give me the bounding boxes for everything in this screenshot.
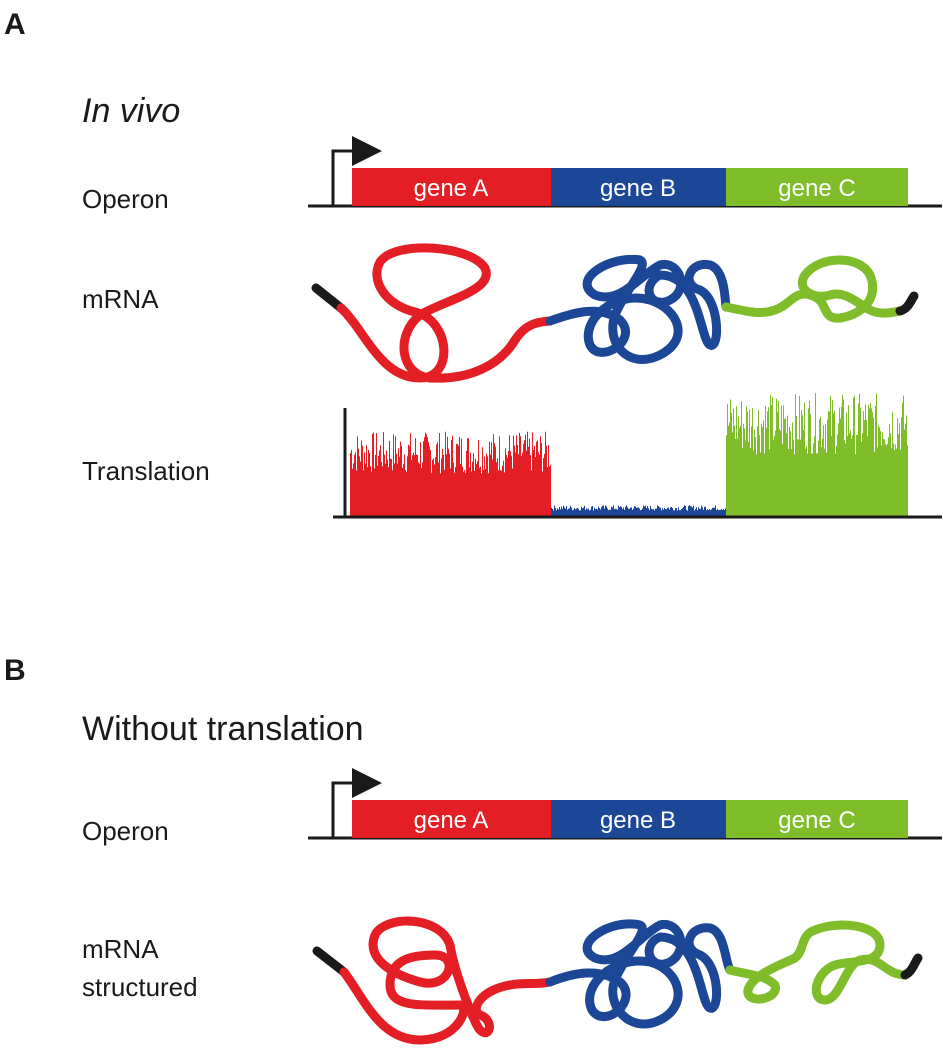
promoter-arrow-icon <box>331 136 382 206</box>
panel-a-label: A <box>4 8 26 41</box>
mrna-label-b-line2: structured <box>82 972 198 1002</box>
translation-label: Translation <box>82 456 210 486</box>
gene-a-label: gene A <box>414 807 489 834</box>
gene-a-box <box>352 168 551 206</box>
mrna-label-b-line1: mRNA <box>82 934 159 964</box>
mrna-b <box>312 916 923 1045</box>
panel-b-label: B <box>4 654 26 687</box>
gene-a-box <box>352 800 551 838</box>
gene-a-label: gene A <box>414 175 489 202</box>
mrna-a <box>311 243 919 383</box>
panel-b-title: Without translation <box>82 710 364 748</box>
operon-b: gene A gene B gene C <box>308 768 942 840</box>
gene-c-box <box>726 800 908 838</box>
panel-a-title: In vivo <box>82 92 180 130</box>
gene-c-box <box>726 168 908 206</box>
gene-b-label: gene B <box>600 807 676 834</box>
gene-c-label: gene C <box>778 807 855 834</box>
operon-label-b: Operon <box>82 816 169 846</box>
gene-c-label: gene C <box>778 175 855 202</box>
operon-label-a: Operon <box>82 184 169 214</box>
gene-b-box <box>551 168 726 206</box>
promoter-arrow-icon <box>331 768 382 838</box>
gene-b-label: gene B <box>600 175 676 202</box>
operon-a: gene A gene B gene C <box>308 136 942 208</box>
gene-b-box <box>551 800 726 838</box>
translation-profile <box>333 392 942 519</box>
mrna-label-a: mRNA <box>82 284 159 314</box>
